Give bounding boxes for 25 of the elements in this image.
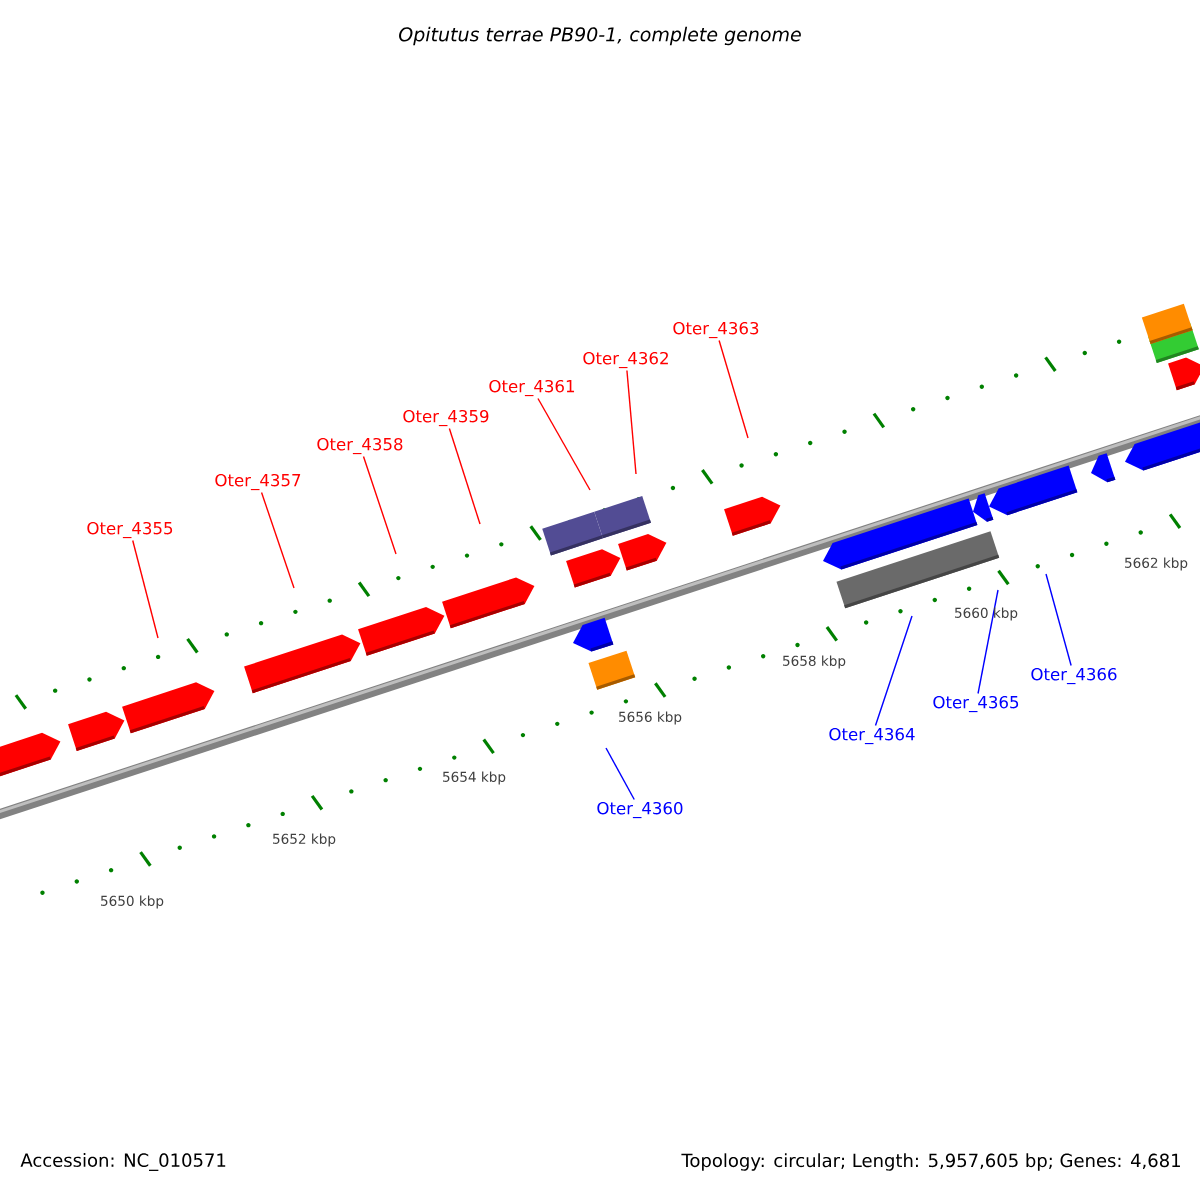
leader-line	[448, 427, 481, 525]
accession-text: Accession: NC_010571	[20, 1153, 226, 1171]
leader-line	[874, 615, 913, 727]
gene-label: Oter_4358	[317, 437, 403, 455]
gene-label: Oter_4361	[489, 379, 575, 397]
leader-line	[362, 455, 397, 555]
gene-label: Oter_4355	[87, 521, 173, 539]
leader-line	[718, 339, 749, 439]
genome-info-text: Topology: circular; Length: 5,957,605 bp; Genes: 4,681	[681, 1153, 1180, 1171]
leader-line	[626, 369, 637, 475]
gene-label: Oter_4365	[933, 695, 1019, 713]
title: Opitutus terrae PB90-1, complete genome	[399, 26, 801, 46]
leader-line	[605, 747, 635, 801]
gene-label: Oter_4362	[583, 351, 668, 369]
gene-label: Oter_4364	[829, 727, 915, 745]
leader-line	[977, 589, 999, 695]
leader-line	[260, 491, 295, 589]
gene-label: Oter_4363	[673, 321, 759, 339]
leader-line	[132, 539, 159, 639]
gene-label: Oter_4366	[1031, 667, 1117, 685]
leader-line	[1045, 573, 1072, 667]
gene-label: Oter_4357	[215, 473, 301, 491]
gene-label: Oter_4360	[597, 801, 683, 819]
gene-label: Oter_4359	[403, 409, 489, 427]
leader-line	[537, 397, 591, 491]
